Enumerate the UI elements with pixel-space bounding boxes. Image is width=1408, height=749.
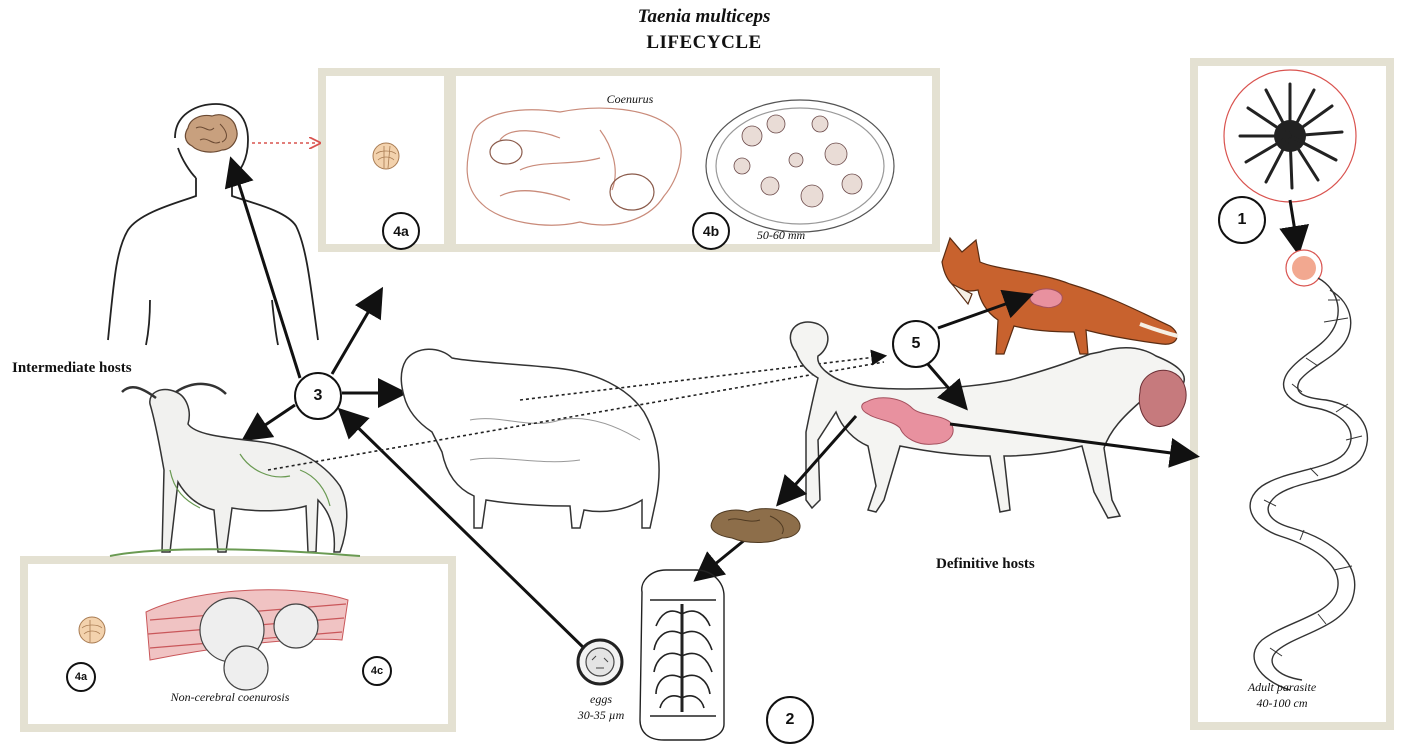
step-3-badge: 3	[294, 372, 342, 420]
coenurus-label: Coenurus	[600, 92, 660, 107]
scolex-small-icon	[1286, 250, 1322, 286]
brain-icon	[185, 115, 237, 152]
fox-intestine-icon	[1030, 289, 1062, 308]
non-cerebral-label: Non-cerebral coenurosis	[120, 690, 340, 705]
step-4c-badge: 4c	[362, 656, 392, 686]
dog-icon	[790, 322, 1184, 518]
sheep-icon	[401, 349, 659, 528]
step-4b-badge: 4b	[692, 212, 730, 250]
definitive-hosts-label: Definitive hosts	[936, 556, 1035, 573]
coenurus-size-label: 50-60 mm	[746, 228, 816, 243]
eggs-size-label: 30-35 µm	[560, 708, 642, 723]
step-4a-bottom-badge: 4a	[66, 662, 96, 692]
adult-parasite-label: Adult parasite	[1222, 680, 1342, 695]
coenurus-cyst-drawing	[706, 100, 894, 232]
scolex-icon	[1224, 70, 1356, 202]
oncosphere-icon-top	[373, 143, 399, 169]
oncosphere-icon-bottom	[79, 617, 105, 643]
eggs-label: eggs	[566, 692, 636, 707]
gravid-proglottid-drawing	[640, 570, 724, 740]
step-5-badge: 5	[892, 320, 940, 368]
adult-size-label: 40-100 cm	[1232, 696, 1332, 711]
step-2-badge: 2	[766, 696, 814, 744]
step-4a-top-badge: 4a	[382, 212, 420, 250]
feces-icon	[711, 509, 800, 543]
adult-tapeworm-drawing	[1250, 278, 1367, 690]
step-1-badge: 1	[1218, 196, 1266, 244]
grass-ground	[110, 549, 360, 556]
intermediate-hosts-label: Intermediate hosts	[12, 360, 132, 377]
muscle-cyst-drawing	[146, 590, 348, 690]
egg-icon	[578, 640, 622, 684]
sheep-head-carcass-icon	[1139, 370, 1186, 426]
coenurus-brain-drawing	[467, 108, 681, 225]
